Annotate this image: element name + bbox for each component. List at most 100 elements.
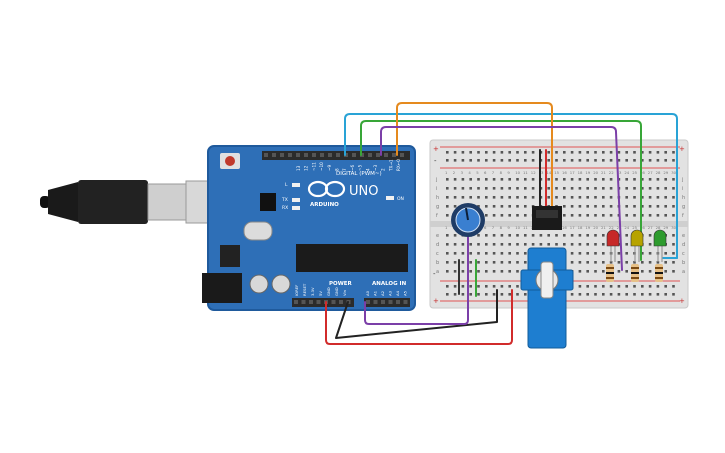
breadboard-hole[interactable]: [477, 234, 480, 237]
header-hole[interactable]: [373, 300, 378, 304]
breadboard-hole[interactable]: [500, 205, 504, 208]
breadboard-hole[interactable]: [570, 178, 574, 181]
breadboard-hole[interactable]: [461, 270, 465, 273]
breadboard-hole[interactable]: [492, 178, 496, 181]
header-hole[interactable]: [388, 300, 393, 304]
breadboard-hole[interactable]: [461, 178, 465, 181]
breadboard-hole[interactable]: [625, 252, 628, 255]
breadboard-hole[interactable]: [586, 187, 589, 190]
breadboard-hole[interactable]: [477, 261, 480, 264]
breadboard-hole[interactable]: [492, 214, 496, 217]
breadboard-hole[interactable]: [672, 159, 675, 162]
breadboard-hole[interactable]: [578, 261, 582, 264]
breadboard-hole[interactable]: [648, 234, 652, 237]
header-hole[interactable]: [396, 300, 400, 304]
breadboard-hole[interactable]: [664, 178, 667, 181]
breadboard-hole[interactable]: [469, 187, 472, 190]
breadboard-hole[interactable]: [453, 205, 457, 208]
leds[interactable]: [606, 229, 667, 262]
breadboard-hole[interactable]: [672, 205, 675, 208]
breadboard-hole[interactable]: [555, 159, 558, 162]
breadboard-hole[interactable]: [602, 270, 605, 273]
header-hole[interactable]: [288, 153, 292, 157]
breadboard-hole[interactable]: [648, 159, 652, 162]
breadboard-hole[interactable]: [485, 252, 488, 255]
wire-purple-analog[interactable]: [364, 229, 469, 325]
servo-horn[interactable]: [540, 261, 554, 299]
header-hole[interactable]: [320, 153, 324, 157]
breadboard-hole[interactable]: [633, 159, 636, 162]
breadboard-hole[interactable]: [485, 205, 488, 208]
breadboard-hole[interactable]: [633, 293, 636, 296]
breadboard-hole[interactable]: [664, 261, 667, 264]
breadboard-hole[interactable]: [461, 151, 465, 154]
breadboard-hole[interactable]: [446, 261, 449, 264]
breadboard-hole[interactable]: [664, 285, 667, 288]
breadboard-hole[interactable]: [500, 243, 504, 246]
breadboard-hole[interactable]: [485, 234, 488, 237]
breadboard-hole[interactable]: [656, 178, 660, 181]
breadboard-hole[interactable]: [656, 196, 660, 199]
breadboard-hole[interactable]: [516, 196, 519, 199]
breadboard-hole[interactable]: [602, 252, 605, 255]
breadboard-hole[interactable]: [492, 243, 496, 246]
breadboard-hole[interactable]: [641, 205, 644, 208]
breadboard-hole[interactable]: [508, 261, 511, 264]
breadboard-hole[interactable]: [492, 159, 496, 162]
breadboard-hole[interactable]: [586, 214, 589, 217]
breadboard-hole[interactable]: [664, 187, 667, 190]
breadboard-hole[interactable]: [656, 205, 660, 208]
breadboard-hole[interactable]: [664, 205, 667, 208]
breadboard-hole[interactable]: [570, 293, 574, 296]
breadboard-hole[interactable]: [508, 270, 511, 273]
breadboard-hole[interactable]: [477, 178, 480, 181]
breadboard-hole[interactable]: [602, 196, 605, 199]
header-hole[interactable]: [272, 153, 276, 157]
breadboard-hole[interactable]: [547, 151, 550, 154]
breadboard-hole[interactable]: [492, 252, 496, 255]
breadboard-hole[interactable]: [492, 187, 496, 190]
breadboard-hole[interactable]: [531, 234, 535, 237]
arduino-uno-board[interactable]: UNO ARDUINO DIGITAL (PWM~) POWER ANALOG …: [202, 145, 416, 311]
breadboard-hole[interactable]: [594, 293, 597, 296]
potentiometer[interactable]: [451, 203, 485, 237]
breadboard-hole[interactable]: [641, 261, 644, 264]
breadboard-hole[interactable]: [578, 159, 582, 162]
wire-orange[interactable]: [396, 102, 553, 213]
breadboard-hole[interactable]: [500, 252, 504, 255]
breadboard-hole[interactable]: [664, 159, 667, 162]
breadboard-hole[interactable]: [508, 214, 511, 217]
breadboard-hole[interactable]: [453, 270, 457, 273]
breadboard-hole[interactable]: [609, 178, 613, 181]
breadboard-hole[interactable]: [641, 252, 644, 255]
breadboard-hole[interactable]: [485, 196, 488, 199]
breadboard-hole[interactable]: [563, 205, 566, 208]
breadboard-hole[interactable]: [625, 159, 628, 162]
breadboard-hole[interactable]: [586, 243, 589, 246]
breadboard-hole[interactable]: [516, 243, 519, 246]
breadboard-hole[interactable]: [461, 159, 465, 162]
header-hole[interactable]: [331, 300, 336, 304]
breadboard-hole[interactable]: [586, 205, 589, 208]
breadboard-hole[interactable]: [477, 252, 480, 255]
breadboard-hole[interactable]: [461, 196, 465, 199]
breadboard-hole[interactable]: [672, 261, 675, 264]
breadboard-hole[interactable]: [469, 293, 472, 296]
breadboard-hole[interactable]: [648, 205, 652, 208]
servo-motor[interactable]: [520, 206, 574, 349]
breadboard-hole[interactable]: [633, 205, 636, 208]
breadboard-hole[interactable]: [524, 214, 527, 217]
breadboard-hole[interactable]: [617, 285, 621, 288]
breadboard-hole[interactable]: [602, 285, 605, 288]
breadboard-hole[interactable]: [602, 178, 605, 181]
breadboard-hole[interactable]: [469, 178, 472, 181]
breadboard-hole[interactable]: [570, 205, 574, 208]
breadboard-hole[interactable]: [508, 151, 511, 154]
breadboard-hole[interactable]: [641, 187, 644, 190]
breadboard-hole[interactable]: [508, 243, 511, 246]
header-hole[interactable]: [376, 153, 380, 157]
breadboard-hole[interactable]: [656, 187, 660, 190]
breadboard-hole[interactable]: [469, 243, 472, 246]
breadboard-hole[interactable]: [594, 252, 597, 255]
breadboard-hole[interactable]: [609, 151, 613, 154]
